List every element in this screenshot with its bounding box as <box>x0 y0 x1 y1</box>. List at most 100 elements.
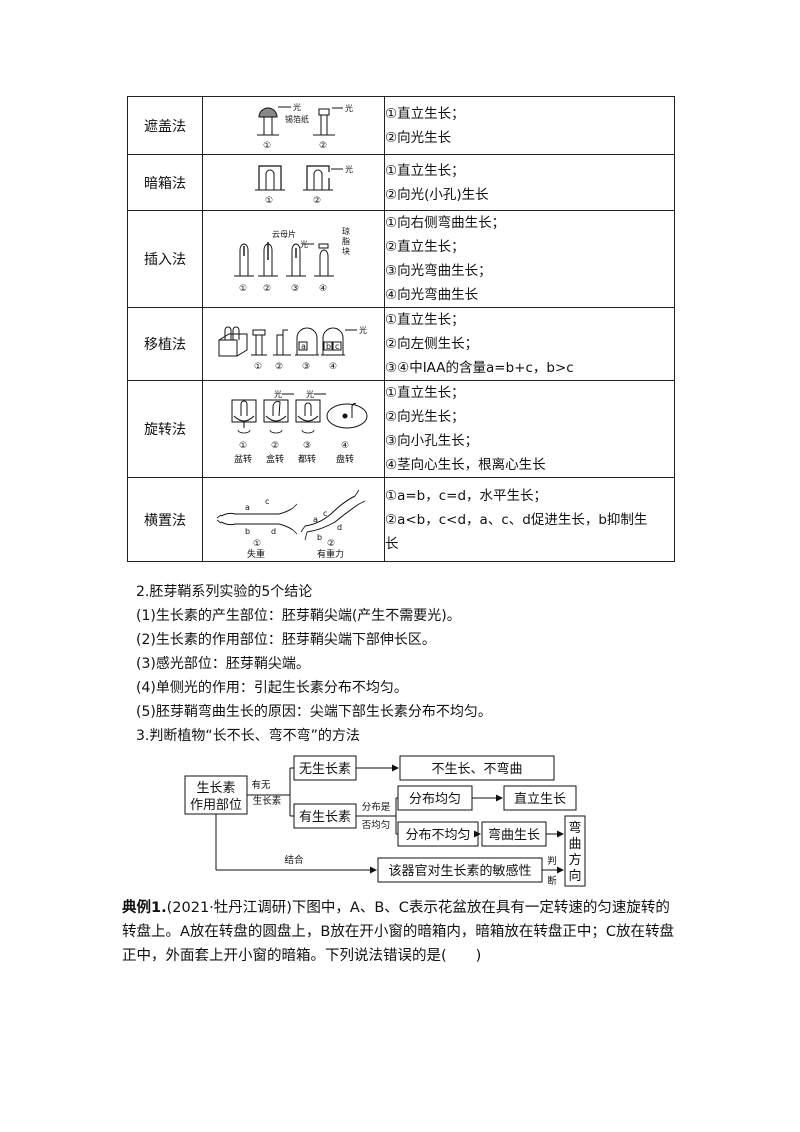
label-light: 光 <box>274 389 282 399</box>
figure-rotation-method: 光 光 ① ② ③ ④ 盆转 盒转 都转 盘 <box>202 380 385 478</box>
method-name: 横置法 <box>127 477 203 562</box>
table-row: 横置法 a b c d c a b d ① <box>127 477 675 562</box>
table-row: 移植法 a <box>127 307 675 381</box>
flow-direction-1: 弯 <box>568 820 581 836</box>
label-b-2: b <box>317 533 322 542</box>
label-2: ② <box>319 141 327 151</box>
label-1: ① <box>263 141 271 151</box>
flow-q2-2: 否均匀 <box>362 819 391 831</box>
label-light-2: 光 <box>345 103 353 113</box>
flow-q1-2: 生长素 <box>253 795 282 807</box>
flow-start-2: 作用部位 <box>190 798 242 813</box>
label-d: d <box>271 527 276 536</box>
rotation-method-diagram: 光 光 ① ② ③ ④ 盆转 盒转 都转 盘 <box>231 389 367 465</box>
result-line: ②向光生长； <box>385 409 465 425</box>
label-d-2: d <box>337 523 342 532</box>
label-1: ① <box>239 284 247 294</box>
flow-no-growth: 不生长、不弯曲 <box>431 761 522 777</box>
label-gravity: 有重力 <box>317 548 344 558</box>
label-3: ③ <box>303 441 311 451</box>
label-1: ① <box>265 196 273 206</box>
flow-direction-2: 曲 <box>568 837 581 852</box>
label-2: ② <box>263 284 271 294</box>
flow-direction-4: 向 <box>568 868 581 884</box>
result-line: ③④中IAA的含量a=b+c，b>c <box>385 360 574 376</box>
result-line: ②向光(小孔)生长 <box>385 186 489 203</box>
label-a: a <box>245 503 250 512</box>
insert-method-diagram: 云母片 光 琼 脂 块 ① ② ③ ④ <box>233 226 350 294</box>
label-b: b <box>245 527 250 536</box>
flow-combine: 结合 <box>284 854 304 866</box>
conclusion-item: (1)生长素的产生部位：胚芽鞘尖端(产生不需要光)。 <box>136 608 461 624</box>
label-all-rotate: 都转 <box>298 453 316 465</box>
label-2: ② <box>313 196 321 206</box>
section-3-title: 3.判断植物“长不长、弯不弯”的方法 <box>136 728 360 744</box>
label-b: b <box>326 342 331 351</box>
label-2: ② <box>271 441 279 451</box>
flow-direction-3: 方 <box>568 852 581 868</box>
flow-even: 分布均匀 <box>409 792 461 807</box>
result-line: 长 <box>385 535 399 552</box>
label-2: ② <box>327 539 335 549</box>
label-c: c <box>265 497 269 506</box>
cover-method-diagram: 光 锡箔纸 光 ① ② <box>256 102 353 151</box>
flow-q2-1: 分布是 <box>362 801 391 813</box>
method-name: 暗箱法 <box>127 154 203 211</box>
horizontal-method-diagram: a b c d c a b d ① ② 失重 有重力 <box>216 489 365 558</box>
label-c-2: c <box>323 509 327 518</box>
label-4: ④ <box>319 284 327 294</box>
method-name: 旋转法 <box>127 380 203 478</box>
label-pot-rotate: 盆转 <box>234 453 252 465</box>
label-3: ③ <box>291 284 299 294</box>
flow-judge-2: 断 <box>547 875 557 887</box>
figure-horizontal-method: a b c d c a b d ① ② 失重 有重力 <box>202 477 385 562</box>
result-cell: ①直立生长； ②向光生长； ③向小孔生长； ④茎向心生长，根离心生长 <box>384 380 675 478</box>
label-1: ① <box>239 441 247 451</box>
result-line: ①向右侧弯曲生长； <box>385 215 506 231</box>
label-light: 光 <box>359 325 367 335</box>
flow-straight: 直立生长 <box>514 792 566 807</box>
result-line: ①直立生长； <box>385 312 465 328</box>
label-3: ③ <box>302 362 310 372</box>
conclusion-item: (3)感光部位：胚芽鞘尖端。 <box>136 656 310 672</box>
result-line: ①a=b，c=d，水平生长； <box>385 487 548 504</box>
label-2: ② <box>275 362 283 372</box>
label-weightless: 失重 <box>247 548 265 558</box>
figure-dark-box-method: 光 ① ② <box>202 154 385 211</box>
label-a: a <box>301 342 306 351</box>
label-4: ④ <box>341 441 349 451</box>
conclusion-item: (4)单侧光的作用：引起生长素分布不均匀。 <box>136 680 408 696</box>
flow-sensitivity: 该器官对生长素的敏感性 <box>388 863 531 879</box>
result-line: ①直立生长； <box>385 105 465 122</box>
result-line: ①直立生长； <box>385 162 465 179</box>
label-box-rotate: 盒转 <box>266 453 284 465</box>
example-label: 典例1. <box>122 900 167 916</box>
label-mica: 云母片 <box>272 229 296 239</box>
result-line: ④向光弯曲生长 <box>385 287 479 303</box>
result-line: ②向光生长 <box>385 129 452 146</box>
figure-cover-method: 光 锡箔纸 光 ① ② <box>202 96 385 155</box>
label-c: c <box>335 342 339 351</box>
result-cell: ①直立生长； ②向光生长 <box>384 96 675 155</box>
result-cell: ①直立生长； ②向左侧生长； ③④中IAA的含量a=b+c，b>c <box>384 307 675 381</box>
flow-q1-1: 有无 <box>251 779 271 791</box>
example-text: (2021·牡丹江调研)下图中，A、B、C表示花盆放在具有一定转速的匀速旋转的转… <box>122 900 674 964</box>
result-line: ②直立生长； <box>385 239 465 255</box>
conclusion-item: (2)生长素的作用部位：胚芽鞘尖端下部伸长区。 <box>136 632 436 648</box>
judgment-flowchart: 生长素 作用部位 有无 生长素 无生长素 不生长、不弯曲 有生长素 分布是 否均… <box>184 755 586 887</box>
table-row: 旋转法 光 <box>127 380 675 478</box>
transplant-method-diagram: a b c 光 ① ② ③ ④ <box>218 325 367 372</box>
flow-has: 有生长素 <box>299 810 351 825</box>
example-paragraph: 典例1.(2021·牡丹江调研)下图中，A、B、C表示花盆放在具有一定转速的匀速… <box>122 896 682 968</box>
flow-uneven: 分布不均匀 <box>405 828 470 843</box>
label-light-2: 光 <box>306 389 314 399</box>
result-line: ②向左侧生长； <box>385 336 479 352</box>
table-row: 暗箱法 光 ① ② ①直立生长； ②向光(小孔)生长 <box>127 154 675 211</box>
label-foil: 锡箔纸 <box>285 114 309 124</box>
flow-start-1: 生长素 <box>196 781 235 796</box>
result-cell: ①向右侧弯曲生长； ②直立生长； ③向光弯曲生长； ④向光弯曲生长 <box>384 210 675 308</box>
label-a-2: a <box>313 515 318 524</box>
result-cell: ①直立生长； ②向光(小孔)生长 <box>384 154 675 211</box>
result-line: ②a<b，c<d，a、c、d促进生长，b抑制生 <box>385 511 648 528</box>
